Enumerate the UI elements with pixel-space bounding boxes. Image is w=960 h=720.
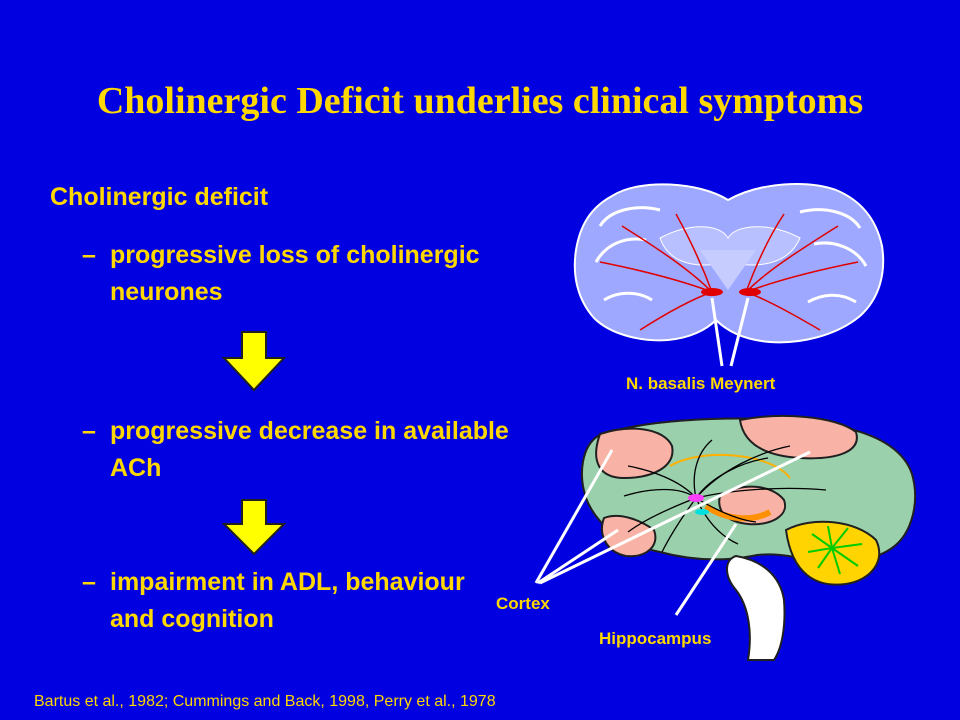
cortex-label: Cortex xyxy=(496,594,550,613)
bullet-text: impairment in ADL, behaviour and cogniti… xyxy=(110,568,465,633)
section-heading: Cholinergic deficit xyxy=(50,183,269,211)
bullet-text: progressive decrease in available ACh xyxy=(110,417,509,482)
down-arrow-icon xyxy=(221,499,287,556)
hippocampus-label: Hippocampus xyxy=(599,629,712,648)
citation: Bartus et al., 1982; Cummings and Back, … xyxy=(34,693,496,710)
bullet-item-2: – progressive decrease in available ACh xyxy=(82,413,509,493)
nbm-label: N. basalis Meynert xyxy=(626,374,776,393)
bullet-item-1: – progressive loss of cholinergic neuron… xyxy=(82,237,502,317)
bullet-dash: – xyxy=(82,417,96,445)
bullet-item-3: – impairment in ADL, behaviour and cogni… xyxy=(82,564,502,644)
down-arrow-icon xyxy=(221,331,287,392)
bullet-text: progressive loss of cholinergic neurones xyxy=(110,241,480,306)
bullet-dash: – xyxy=(82,568,96,596)
slide-title: Cholinergic Deficit underlies clinical s… xyxy=(96,80,864,122)
bullet-dash: – xyxy=(82,241,96,269)
